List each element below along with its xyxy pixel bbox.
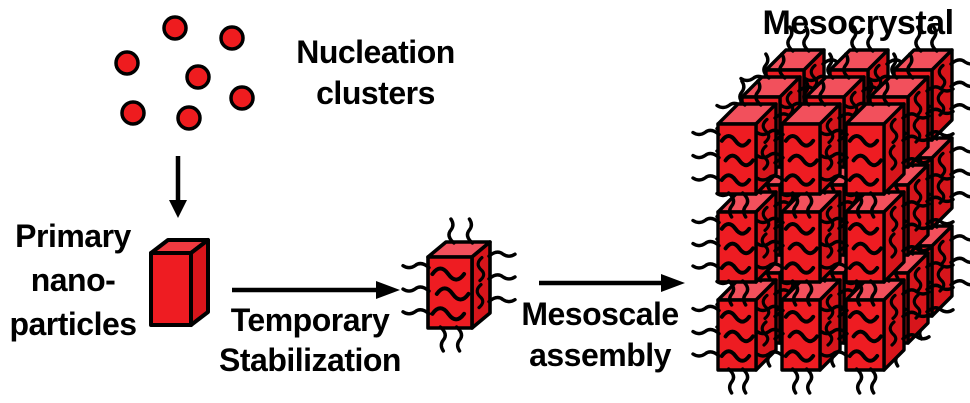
stabilized-nanoparticle-figure [401,217,517,353]
mesocrystal-title: Mesocrystal [741,4,970,42]
mesocrystal-unit-cuboid [691,79,803,219]
primary-label-line3: particles [9,306,137,342]
nucleation-cluster-figure [114,15,255,131]
temporary-stabilization-label: Temporary Stabilization [197,300,423,380]
primary-nanoparticle-figure [149,238,210,327]
mesoscale-assembly-label: Mesoscale assembly [494,294,706,376]
nucleation-to-primary-arrow [169,156,187,218]
nucleation-particle [120,100,146,126]
temporary-label-line1: Temporary [230,302,390,338]
nucleation-particle [185,64,211,90]
primary-label-line2: nano- [30,262,116,298]
nucleation-label-line1: Nucleation [296,34,455,70]
temporary-stabilization-arrow [232,281,400,299]
mesoscale-assembly-arrow [539,274,685,292]
mesocrystal-unit-cuboid [819,79,931,219]
stabilized-nanoparticle-cuboid [401,217,517,353]
nucleation-particle [176,105,202,131]
nucleation-particle [162,15,188,41]
nucleation-label-line2: clusters [316,75,435,111]
primary-label-line1: Primary [15,218,131,254]
primary-nanoparticle-cuboid [149,238,210,327]
mesocrystal-unit-cuboid [755,79,867,219]
temporary-label-line2: Stabilization [219,342,401,378]
nucleation-particle [219,25,245,51]
nucleation-particle [229,85,255,111]
mesocrystal-figure [691,25,970,395]
mesoscale-label-line2: assembly [529,337,671,373]
mesocrystal-title-text: Mesocrystal [762,4,954,42]
nucleation-particle [114,50,140,76]
primary-nanoparticles-label: Primary nano- particles [0,214,148,346]
mesoscale-label-line1: Mesoscale [521,296,679,332]
nucleation-label: Nucleation clusters [278,32,473,114]
